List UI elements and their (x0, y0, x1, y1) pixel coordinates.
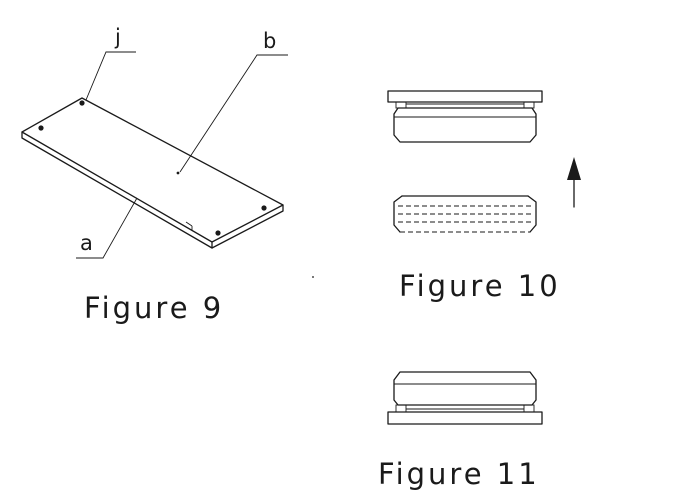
figure-11-assembly (387, 371, 543, 425)
figure-9-caption: Figure 9 (84, 291, 224, 325)
figure-9-leaders (76, 51, 288, 259)
figure-10-assembly-upper (387, 90, 543, 143)
figure-9-plate (21, 97, 284, 249)
figure-10-caption: Figure 10 (399, 269, 561, 303)
label-j: j (114, 25, 121, 49)
hole-mark (79, 100, 85, 106)
label-b: b (263, 29, 276, 53)
hole-mark (261, 205, 267, 211)
figure-10-assembly-phantom (393, 195, 537, 233)
arrow-up-icon (567, 157, 581, 208)
hole-mark (38, 125, 44, 131)
label-a: a (80, 231, 93, 255)
hole-mark (215, 230, 221, 236)
figure-11-caption: Figure 11 (378, 457, 540, 491)
